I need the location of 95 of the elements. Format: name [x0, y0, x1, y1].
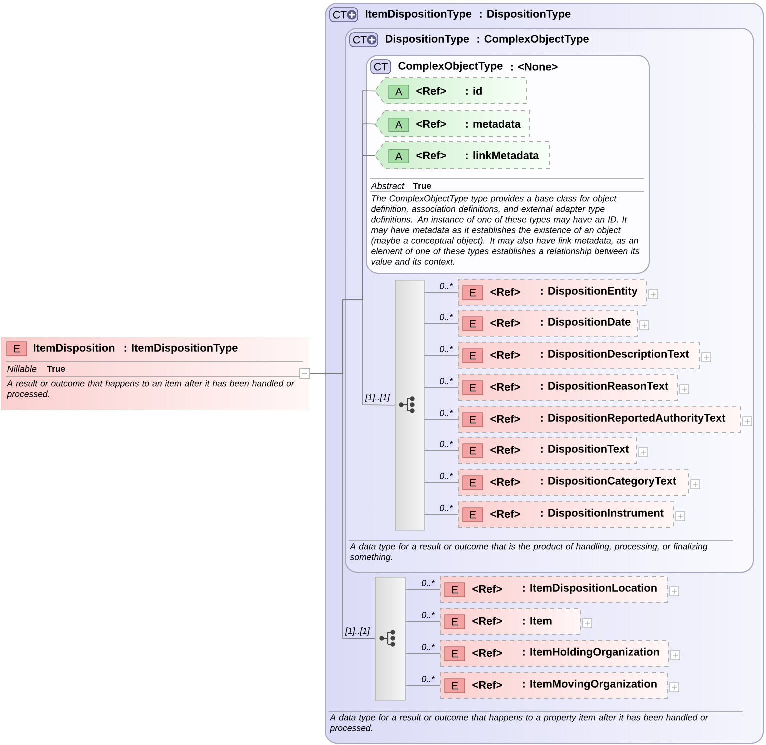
connector-line [424, 419, 458, 420]
connector-line [424, 450, 458, 451]
element-box [458, 279, 647, 306]
element-badge: E [6, 342, 28, 356]
ref-label: <Ref> [490, 350, 520, 360]
ref-label: <Ref> [416, 86, 446, 95]
element-name: : DispositionReportedAuthorityText [541, 414, 726, 424]
type-badge: CT [330, 8, 358, 22]
element-name: : DispositionDate [541, 318, 631, 328]
element-name: : DispositionReasonText [541, 382, 669, 392]
property-label: Abstract [370, 182, 405, 190]
ref-label: <Ref> [472, 681, 502, 690]
element-badge: E [462, 316, 484, 332]
element-name: : ItemMovingOrganization [523, 680, 657, 690]
ref-label: <Ref> [490, 382, 520, 392]
element-name: ItemDisposition [34, 344, 115, 354]
element-badge: E [444, 582, 466, 598]
attribute-badge: A [388, 85, 410, 99]
element-box [458, 501, 674, 528]
attribute-badge: A [388, 150, 410, 164]
ref-label: <Ref> [416, 151, 446, 160]
base-type-name: : DispositionType [480, 10, 571, 20]
element-box [440, 608, 581, 635]
connector-line [405, 589, 440, 590]
sequence-bar [375, 577, 406, 701]
connector-line [405, 653, 440, 654]
property-value: True [47, 366, 66, 372]
type-name: ItemDispositionType [366, 10, 472, 20]
element-badge: E [444, 646, 466, 662]
base-type-name: : <None> [511, 63, 558, 71]
ref-label: <Ref> [472, 649, 502, 658]
ref-label: <Ref> [416, 120, 446, 128]
multiplicity-label: [1]..[1] [364, 393, 391, 404]
description-text: A data type for a result or outcome that happens to a property item after it has been handled or processed. [330, 714, 709, 733]
ref-label: <Ref> [490, 446, 520, 454]
connector-line [424, 514, 458, 515]
type-badge: CT [370, 60, 392, 74]
element-box [440, 640, 669, 667]
element-badge: E [462, 380, 484, 396]
element-badge: E [462, 286, 484, 300]
connector-line [405, 621, 440, 622]
connector-line [424, 355, 458, 356]
description-text: The ComplexObjectType type provides a base class for object definition, association definitions, and external adapter type definitions. An instance of one of these types may have an ID. It may have metadata as it establishes the existence of an object (maybe a conceptual object). It may also have link metadata, as an element of one of these types establishes a relationship between its value and its context. [371, 195, 640, 265]
element-box [458, 469, 689, 496]
attribute-badge: A [388, 118, 410, 132]
property-label: Nillable [8, 366, 37, 372]
element-name: : ItemHoldingOrganization [523, 648, 660, 658]
type-name: : ItemDispositionType [124, 344, 238, 354]
element-badge: E [462, 508, 484, 522]
connector-line [424, 323, 458, 324]
element-name: : DispositionDescriptionText [541, 350, 690, 360]
description-text: A data type for a result or outcome that is the product of handling, processing, or finalizing something. [350, 543, 708, 562]
sequence-bar [395, 280, 425, 531]
element-badge: E [444, 678, 466, 694]
element-badge: E [444, 614, 466, 630]
element-box [1, 337, 309, 411]
element-name: : DispositionInstrument [541, 508, 664, 520]
connector-line [424, 482, 458, 483]
element-badge: E [462, 444, 484, 458]
element-badge: E [462, 476, 484, 490]
element-box [440, 576, 668, 603]
type-badge: CT [350, 32, 378, 48]
element-box [458, 310, 638, 337]
type-name: ComplexObjectType [398, 62, 503, 72]
element-box [458, 374, 678, 401]
element-name: : Item [523, 617, 552, 625]
connector-line [424, 292, 458, 293]
ref-label: <Ref> [490, 318, 520, 328]
element-box [458, 406, 741, 433]
connector-line [405, 685, 440, 686]
type-name: DispositionType [386, 34, 470, 46]
element-badge: E [462, 412, 484, 428]
multiplicity-label: [1]..[1] [344, 626, 371, 637]
element-box [458, 342, 700, 369]
connector-line [308, 373, 376, 640]
property-value: True [413, 182, 432, 190]
element-box [440, 672, 668, 699]
attribute-name: : metadata [466, 120, 522, 128]
ref-label: <Ref> [490, 288, 520, 296]
element-name: : ItemDispositionLocation [523, 584, 657, 594]
ref-label: <Ref> [490, 510, 520, 518]
element-name: : DispositionEntity [541, 286, 638, 298]
ref-label: <Ref> [472, 617, 502, 626]
description-text: A result or outcome that happens to an item after it has been handled or processed. [6, 380, 295, 399]
base-type-name: : ComplexObjectType [478, 34, 589, 46]
element-name: : DispositionText [541, 444, 630, 456]
element-name: : DispositionCategoryText [541, 476, 676, 488]
ref-label: <Ref> [472, 585, 502, 594]
ref-label: <Ref> [490, 478, 520, 486]
attribute-name: : id [466, 86, 482, 95]
attribute-name: : linkMetadata [466, 151, 540, 160]
element-badge: E [462, 348, 484, 364]
connector-line [424, 387, 458, 388]
ref-label: <Ref> [490, 414, 520, 424]
element-box [458, 437, 637, 464]
